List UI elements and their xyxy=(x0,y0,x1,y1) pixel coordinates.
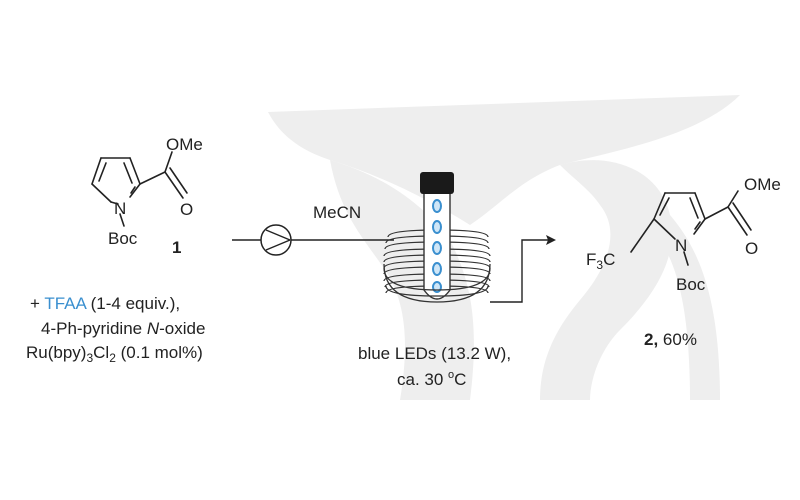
conditions-line-1: + TFAA (1-4 equiv.), xyxy=(30,294,180,313)
led-array xyxy=(432,199,442,293)
product-ome-label: OMe xyxy=(744,175,781,194)
conditions-line-3: Ru(bpy)3Cl2 (0.1 mol%) xyxy=(26,343,203,365)
cf3-bond xyxy=(630,218,655,253)
irradiation-label-2: ca. 30 oC xyxy=(397,369,466,389)
reaction-conditions: + TFAA (1-4 equiv.), 4-Ph-pyridine N-oxi… xyxy=(26,294,205,365)
irradiation-label-1: blue LEDs (13.2 W), xyxy=(358,344,511,363)
reaction-tube xyxy=(420,172,454,300)
product-pyrrole-ring-bonds xyxy=(653,192,706,240)
product-ring-n-label: N xyxy=(675,236,687,255)
outlet-arrowhead xyxy=(546,235,556,245)
watermark-logo xyxy=(268,95,740,400)
compound-2-yield: 2, 60% xyxy=(644,330,697,349)
product-carbonyl-o-label: O xyxy=(745,239,758,258)
product-n-boc-bond xyxy=(683,251,689,266)
solvent-label: MeCN xyxy=(313,203,361,222)
cf3-group-label: F3C xyxy=(586,250,615,272)
outlet-line xyxy=(490,239,552,303)
ester-ome-label: OMe xyxy=(166,135,203,154)
product-boc-label: Boc xyxy=(676,275,706,294)
reactant-structure: OMe O N Boc xyxy=(91,135,203,248)
reagent-tfaa: TFAA xyxy=(44,294,87,313)
conditions-line-2: 4-Ph-pyridine N-oxide xyxy=(41,319,205,338)
product-structure: OMe O N Boc F3C xyxy=(586,175,781,294)
compound-1-number: 1 xyxy=(172,238,181,257)
product-ester-bonds xyxy=(704,190,752,236)
pump-icon xyxy=(260,224,292,256)
boc-label: Boc xyxy=(108,229,138,248)
n-boc-bond xyxy=(119,213,125,227)
coil-reactor xyxy=(383,172,491,303)
pyrrole-ring-bonds xyxy=(91,157,141,205)
carbonyl-o-label: O xyxy=(180,200,193,219)
ring-n-label: N xyxy=(114,199,126,218)
ester-bonds xyxy=(139,151,188,199)
